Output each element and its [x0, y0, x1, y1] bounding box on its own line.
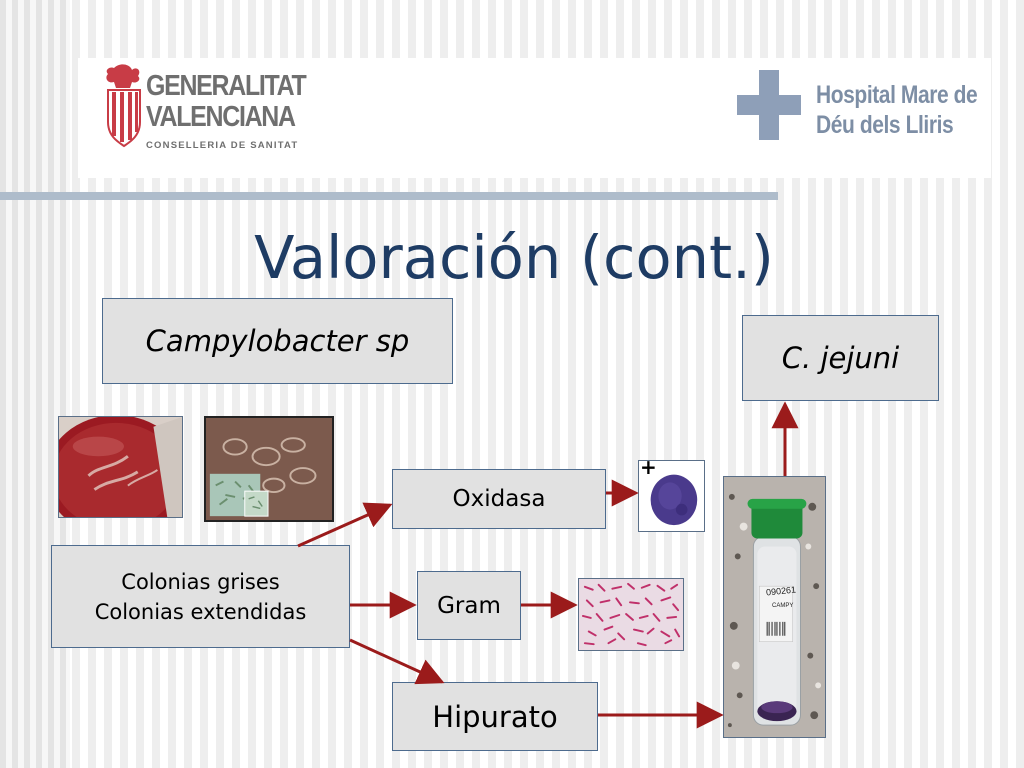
colonias-line1: Colonias grises	[121, 569, 280, 594]
jejuni-label: C. jejuni	[781, 341, 900, 375]
generalitat-logo-text: GENERALITAT VALENCIANA CONSELLERIA DE SA…	[146, 72, 331, 151]
arrow-colonias-to-hipurato	[349, 638, 445, 685]
gv-line1: GENERALITAT	[146, 70, 307, 102]
jejuni-box: C. jejuni	[742, 315, 939, 401]
gv-line3: CONSELLERIA DE SANITAT	[146, 140, 299, 151]
hipurato-label: Hipurato	[432, 699, 558, 734]
gram-label: Gram	[437, 592, 501, 619]
oxidasa-box: Oxidasa	[392, 469, 606, 529]
colonias-box: Colonias grises Colonias extendidas	[51, 545, 350, 648]
hospital-line2: Déu dels Lliris	[816, 111, 954, 139]
hospital-line1: Hospital Mare de	[816, 81, 978, 109]
gram-stain-photo	[578, 578, 684, 651]
hipurato-box: Hipurato	[392, 682, 598, 751]
tube-label-text: CAMPY	[772, 603, 794, 609]
gram-box: Gram	[417, 571, 521, 640]
header-band	[78, 58, 991, 178]
slide-title: Valoración (cont.)	[254, 223, 774, 292]
hippurate-tube-photo: 090261 CAMPY	[723, 476, 826, 738]
oxidasa-label: Oxidasa	[452, 486, 546, 512]
colonies-photo	[204, 416, 334, 522]
campylobacter-box: Campylobacter sp	[102, 298, 453, 384]
arrow-colonias-to-oxidasa	[297, 502, 393, 548]
agar-plate-photo	[58, 416, 183, 518]
generalitat-emblem-icon	[106, 64, 141, 148]
gv-line2: VALENCIANA	[146, 101, 296, 133]
oxidase-positive-sign: +	[640, 460, 657, 479]
hospital-logo-text: Hospital Mare de Déu dels Lliris	[816, 80, 978, 140]
campylobacter-label: Campylobacter sp	[145, 324, 410, 358]
oxidase-result-photo: +	[638, 460, 705, 532]
hospital-cross-icon	[737, 70, 801, 140]
colonias-line2: Colonias extendidas	[94, 599, 307, 624]
divider-bar	[0, 192, 778, 200]
